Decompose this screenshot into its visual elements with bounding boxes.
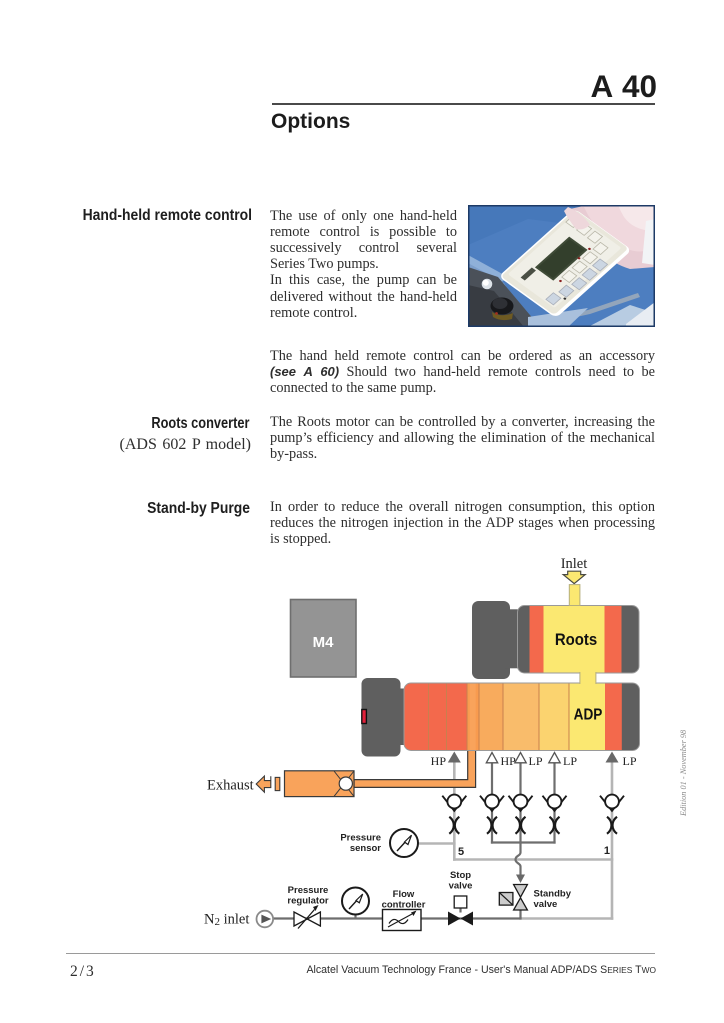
svg-text:Standby: Standby [534,889,572,900]
svg-text:LP: LP [529,754,543,768]
svg-text:N2 inlet: N2 inlet [204,912,249,929]
svg-text:HP: HP [431,754,447,768]
svg-text:1: 1 [604,845,610,857]
svg-text:LP: LP [623,754,637,768]
svg-text:Inlet: Inlet [561,556,588,572]
svg-text:valve: valve [534,899,558,910]
svg-text:ADP: ADP [574,707,603,724]
svg-text:M4: M4 [313,634,334,651]
svg-text:LP: LP [563,754,577,768]
svg-text:sensor: sensor [350,843,381,854]
svg-text:Flow: Flow [393,889,415,900]
svg-text:Pressure: Pressure [340,833,381,844]
svg-text:5: 5 [458,846,464,858]
svg-text:Edition 01 - November 98: Edition 01 - November 98 [679,729,688,817]
svg-text:Pressure: Pressure [288,885,329,896]
svg-text:Stop: Stop [450,870,471,881]
svg-text:controller: controller [382,900,426,911]
svg-text:Exhaust: Exhaust [207,778,254,794]
svg-text:HP: HP [501,754,517,768]
svg-text:regulator: regulator [287,896,328,907]
svg-text:valve: valve [449,881,473,892]
svg-text:Roots: Roots [555,631,597,649]
